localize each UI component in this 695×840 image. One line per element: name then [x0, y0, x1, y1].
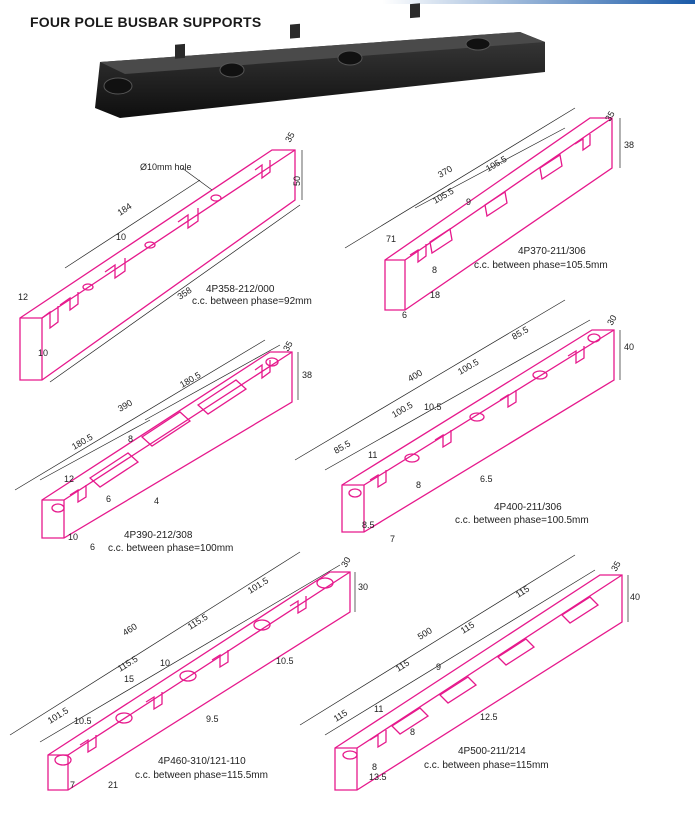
- dim-4p460-s5: 10.5: [276, 656, 294, 666]
- dim-4p400-width: 30: [605, 313, 619, 327]
- dim-4p500-s1: 9: [436, 662, 441, 672]
- drawing-4p460-dimensions: [9, 551, 356, 743]
- dim-4p500-width: 35: [609, 559, 623, 573]
- dim-4p400-height: 40: [624, 342, 634, 352]
- dim-4p370-base: 6: [402, 310, 407, 320]
- dim-4p400-base2: 7: [390, 534, 395, 544]
- dim-4p460-end1: 101.5: [46, 705, 70, 725]
- dim-4p500-s2: 11: [374, 704, 383, 714]
- dim-4p358-length: 358: [176, 285, 194, 302]
- header-accent-bar: [0, 0, 695, 4]
- dim-4p390-end: 12: [64, 474, 74, 484]
- caption-4p390-code: 4P390-212/308: [124, 530, 193, 541]
- dim-4p460-s3: 10.5: [74, 716, 92, 726]
- caption-4p370-code: 4P370-211/306: [518, 246, 586, 257]
- caption-4p370-pitch: c.c. between phase=105.5mm: [474, 260, 608, 271]
- dim-4p370-span1: 105.5: [431, 186, 456, 206]
- dim-4p460-height: 30: [358, 582, 368, 592]
- dim-4p390-base1: 10: [68, 532, 78, 542]
- drawing-4p370-dimensions: [344, 107, 621, 249]
- caption-4p390-pitch: c.c. between phase=100mm: [108, 543, 233, 554]
- page-title: FOUR POLE BUSBAR SUPPORTS: [30, 14, 262, 30]
- dim-4p358-span: 184: [116, 201, 134, 218]
- dim-4p390-s2: 4: [154, 496, 159, 506]
- dim-4p390-length: 390: [116, 398, 134, 414]
- dim-4p460-width: 30: [339, 555, 353, 569]
- dim-4p460-s2: 10: [160, 658, 170, 668]
- dim-4p400-s2: 8: [416, 480, 421, 490]
- caption-4p500-pitch: c.c. between phase=115mm: [424, 760, 549, 771]
- dim-4p500-span1: 115: [394, 658, 411, 674]
- dim-4p370-length: 370: [436, 164, 454, 180]
- dim-4p400-end1: 85.5: [332, 438, 352, 455]
- drawing-4p390-dimensions: [14, 339, 299, 491]
- dim-4p358-hole: Ø10mm hole: [140, 162, 192, 172]
- dim-4p400-end2: 85.5: [510, 324, 530, 341]
- dim-4p500-height: 40: [630, 592, 640, 602]
- drawing-4p500: [334, 574, 623, 791]
- dim-4p390-span2: 180.5: [178, 370, 203, 390]
- drawing-4p400: [341, 329, 615, 533]
- dim-4p500-s3: 12.5: [480, 712, 498, 722]
- dim-4p370-end: 71: [386, 234, 396, 244]
- drawing-4p370: [384, 117, 613, 311]
- dim-4p400-s3: 6.5: [480, 474, 493, 484]
- dim-4p400-span2: 100.5: [456, 357, 481, 377]
- dim-4p370-width: 35: [603, 109, 617, 123]
- product-photo: [95, 3, 545, 118]
- drawing-4p460: [47, 571, 351, 791]
- dim-4p390-base2: 6: [90, 542, 95, 552]
- dim-4p358-base: 10: [38, 348, 48, 358]
- dim-4p400-s1: 11: [368, 450, 377, 460]
- dim-4p358-slot: 10: [116, 232, 126, 242]
- dim-4p400-slot: 10.5: [424, 402, 442, 412]
- drawing-4p390: [41, 351, 293, 539]
- dim-4p390-width: 35: [281, 339, 295, 353]
- dim-4p500-end2: 115: [514, 584, 531, 600]
- dim-4p370-span2: 105.5: [484, 154, 509, 174]
- caption-4p500-code: 4P500-211/214: [458, 746, 526, 757]
- dim-4p460-base2: 21: [108, 780, 118, 790]
- dim-4p370-h1: 8: [432, 265, 437, 275]
- dim-4p460-length: 460: [121, 621, 139, 637]
- drawing-4p400-dimensions: [294, 299, 621, 471]
- dim-4p390-slot: 8: [128, 434, 133, 444]
- dim-4p500-base2: 13.5: [369, 772, 387, 782]
- dim-4p370-height: 38: [624, 140, 634, 150]
- drawing-4p500-dimensions: [299, 554, 629, 736]
- dim-4p460-s4: 9.5: [206, 714, 219, 724]
- caption-4p358-code: 4P358-212/000: [206, 284, 275, 295]
- dim-4p358-height: 50: [292, 176, 302, 186]
- dim-4p500-span2: 115: [459, 620, 476, 636]
- dim-4p390-span1: 180.5: [70, 432, 95, 452]
- dim-4p370-slot: 9: [466, 197, 471, 207]
- dim-4p500-end1: 115: [332, 708, 349, 724]
- dim-4p500-base1: 8: [372, 762, 377, 772]
- dim-4p358-end: 12: [18, 292, 28, 302]
- caption-4p460-code: 4P460-310/121-110: [158, 756, 246, 767]
- dim-4p400-span1: 100.5: [390, 400, 415, 420]
- caption-4p400-code: 4P400-211/306: [494, 502, 562, 513]
- dim-4p460-span1: 115.5: [116, 654, 140, 674]
- dim-4p400-base1: 8.5: [362, 520, 375, 530]
- dim-4p460-base1: 7: [70, 780, 75, 790]
- dim-4p400-length: 400: [406, 368, 424, 384]
- dim-4p370-h2: 18: [430, 290, 440, 300]
- caption-4p400-pitch: c.c. between phase=100.5mm: [455, 515, 589, 526]
- caption-4p460-pitch: c.c. between phase=115.5mm: [135, 770, 268, 781]
- dim-4p460-span2: 115.5: [186, 612, 210, 632]
- dim-4p390-height: 38: [302, 370, 312, 380]
- dim-4p500-s4: 8: [410, 727, 415, 737]
- drawing-4p358: [19, 149, 296, 381]
- dim-4p390-s1: 6: [106, 494, 111, 504]
- drawing-4p358-dimensions: [49, 150, 303, 383]
- dim-4p500-length: 500: [416, 625, 434, 641]
- dim-4p460-s1: 15: [124, 674, 134, 684]
- dim-4p358-width: 35: [283, 130, 297, 144]
- caption-4p358-pitch: c.c. between phase=92mm: [192, 296, 312, 307]
